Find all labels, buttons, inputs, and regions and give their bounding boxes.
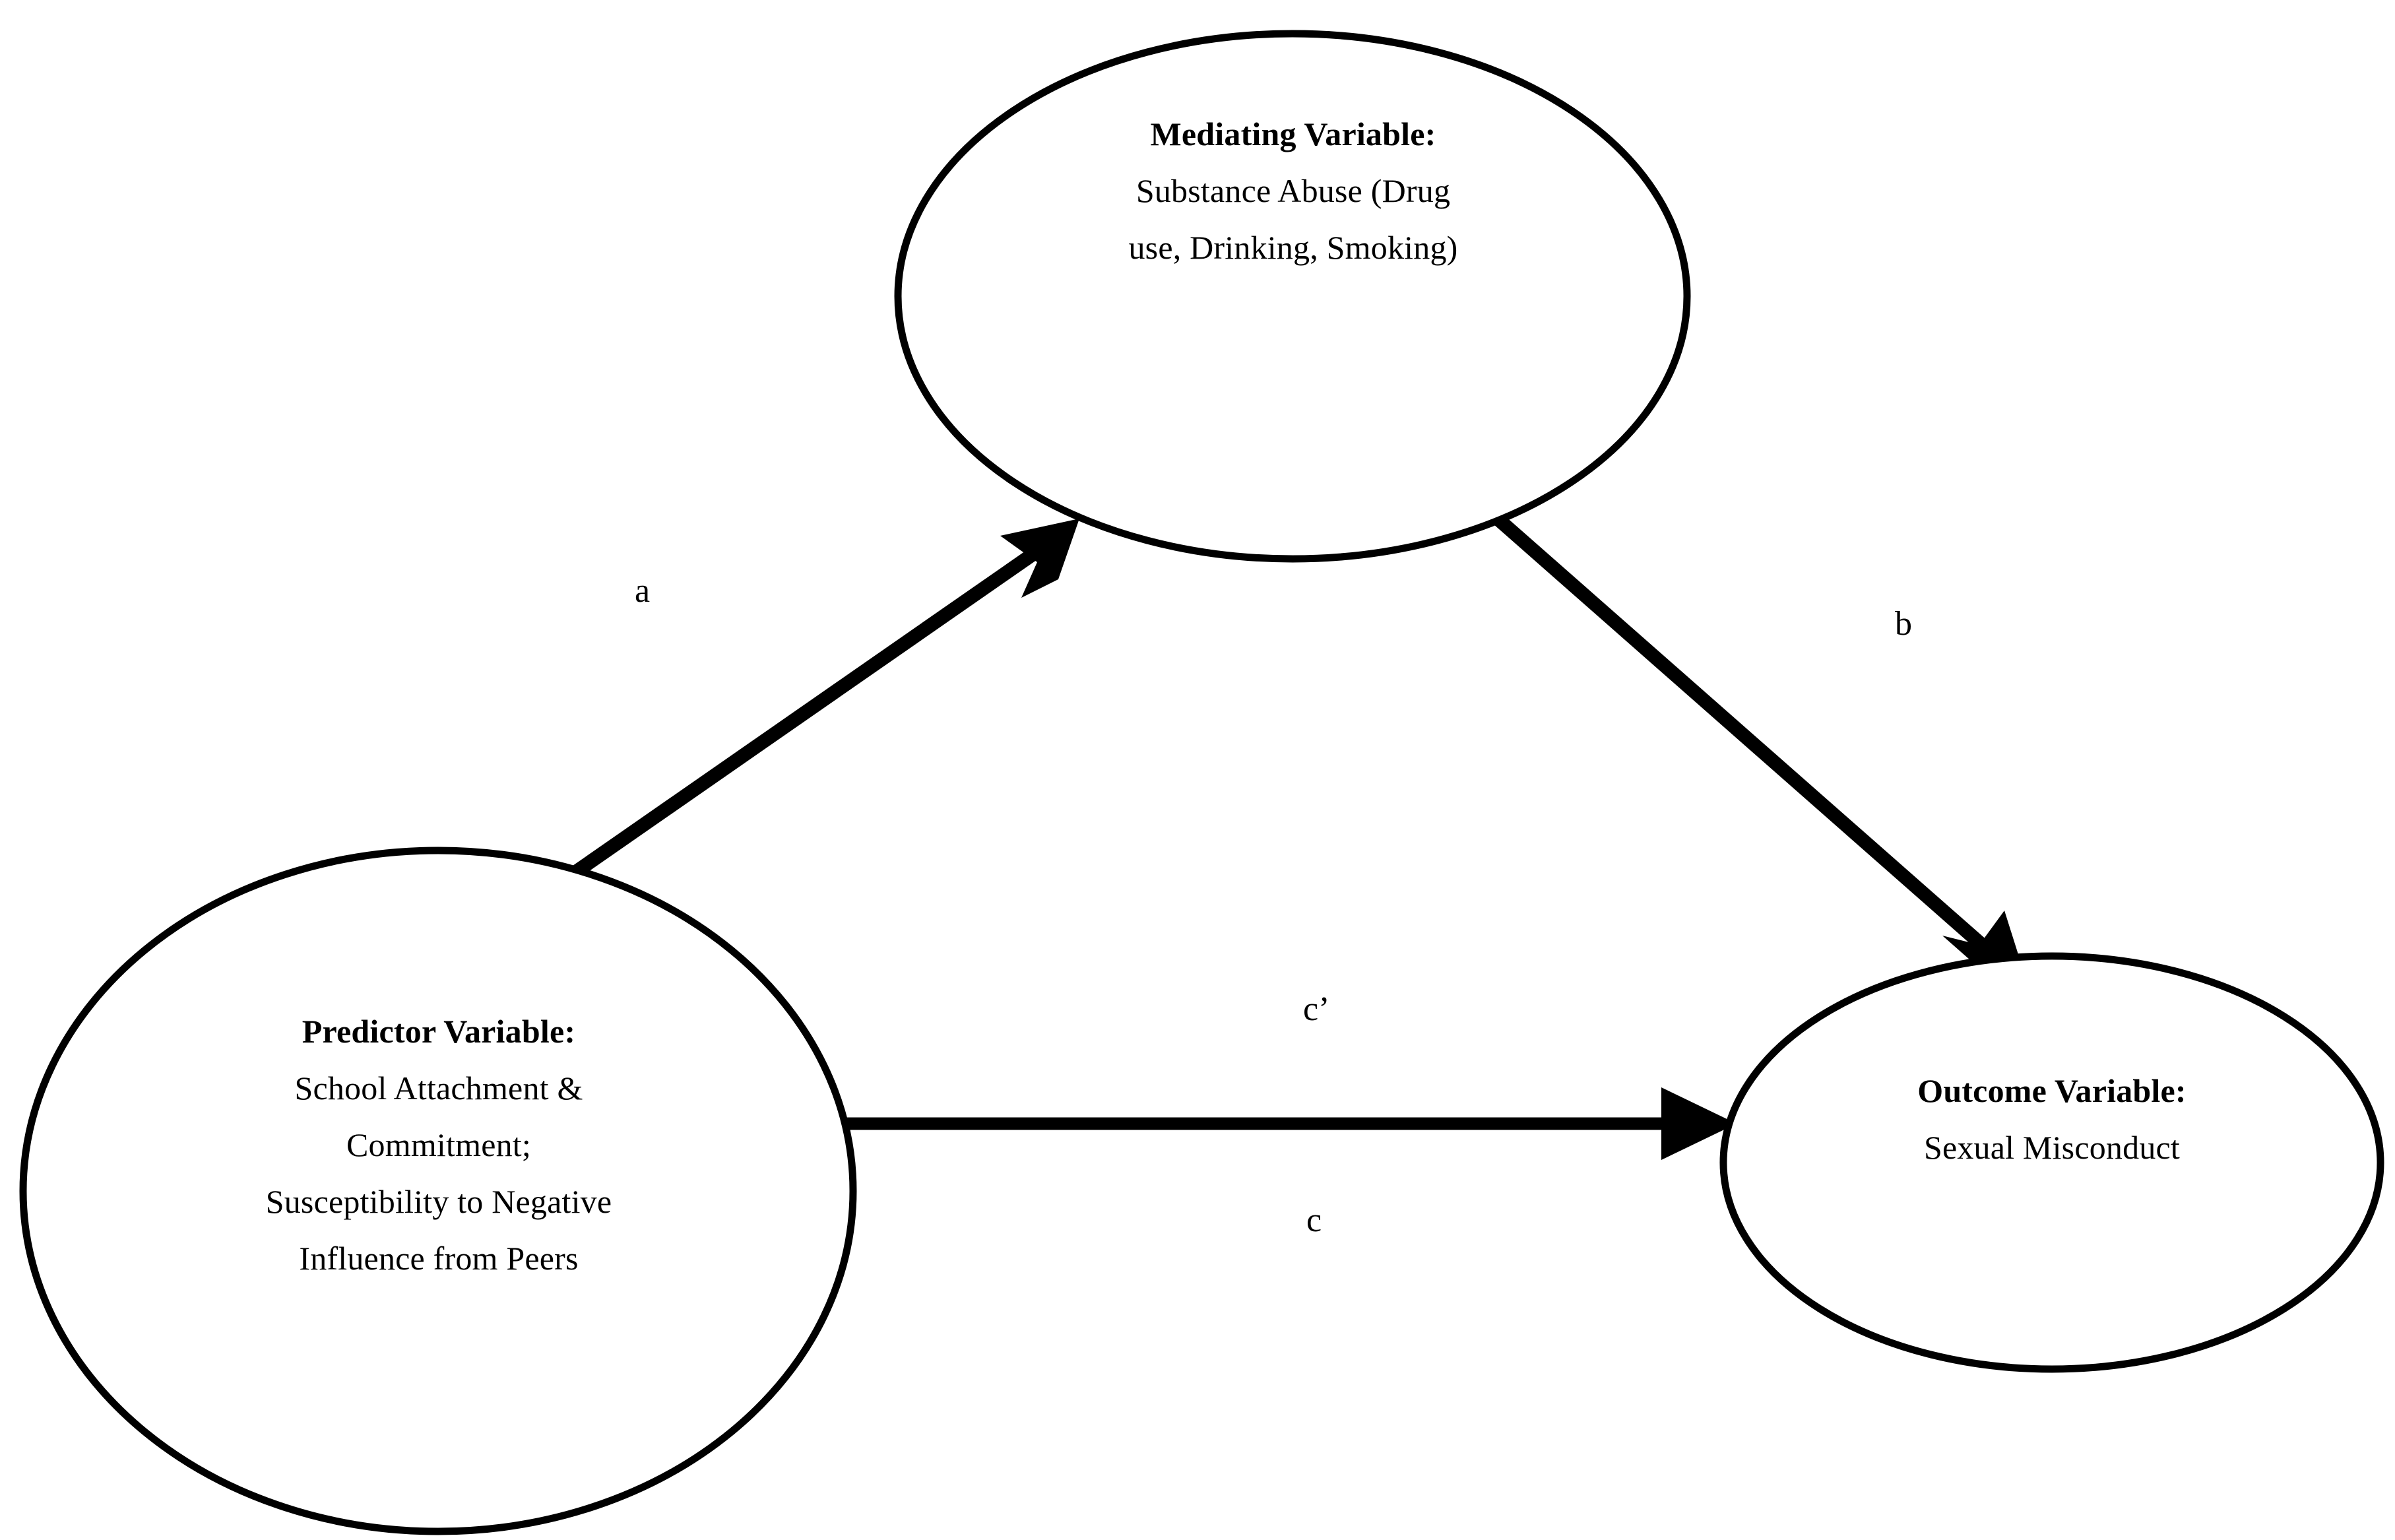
predictor-title: Predictor Variable:: [302, 1013, 576, 1050]
node-mediating-label: Mediating Variable: Substance Abuse (Dru…: [897, 106, 1689, 276]
edge-b: [1494, 515, 2028, 986]
mediating-line-1: Substance Abuse (Drug: [1135, 172, 1451, 209]
predictor-line-2: Commitment;: [346, 1126, 531, 1163]
predictor-line-3: Susceptibility to Negative: [265, 1183, 612, 1220]
edge-a-line: [571, 532, 1060, 878]
predictor-line-1: School Attachment &: [294, 1070, 583, 1107]
node-outcome-ellipse[interactable]: [1719, 952, 2384, 1373]
edge-a: [571, 519, 1079, 878]
node-predictor-ellipse[interactable]: [19, 847, 857, 1535]
mediating-title: Mediating Variable:: [1150, 115, 1436, 152]
edge-b-line: [1494, 515, 2009, 970]
edge-label-b: b: [1895, 605, 1912, 643]
edge-label-a: a: [635, 572, 651, 610]
outcome-title: Outcome Variable:: [1917, 1072, 2187, 1109]
outcome-line-1: Sexual Misconduct: [1923, 1129, 2181, 1166]
predictor-line-4: Influence from Peers: [299, 1240, 579, 1277]
edge-a-arrowhead: [1000, 519, 1079, 598]
edge-c-arrowhead: [1661, 1087, 1737, 1160]
edge-label-c-prime: c’: [1303, 990, 1330, 1028]
edge-c: [837, 1087, 1737, 1160]
edge-label-c: c: [1306, 1202, 1322, 1239]
mediating-line-2: use, Drinking, Smoking): [1128, 229, 1458, 266]
node-outcome-label: Outcome Variable: Sexual Misconduct: [1729, 1062, 2375, 1176]
node-mediating-ellipse[interactable]: [894, 30, 1691, 563]
node-predictor-label: Predictor Variable: School Attachment & …: [40, 1003, 838, 1287]
